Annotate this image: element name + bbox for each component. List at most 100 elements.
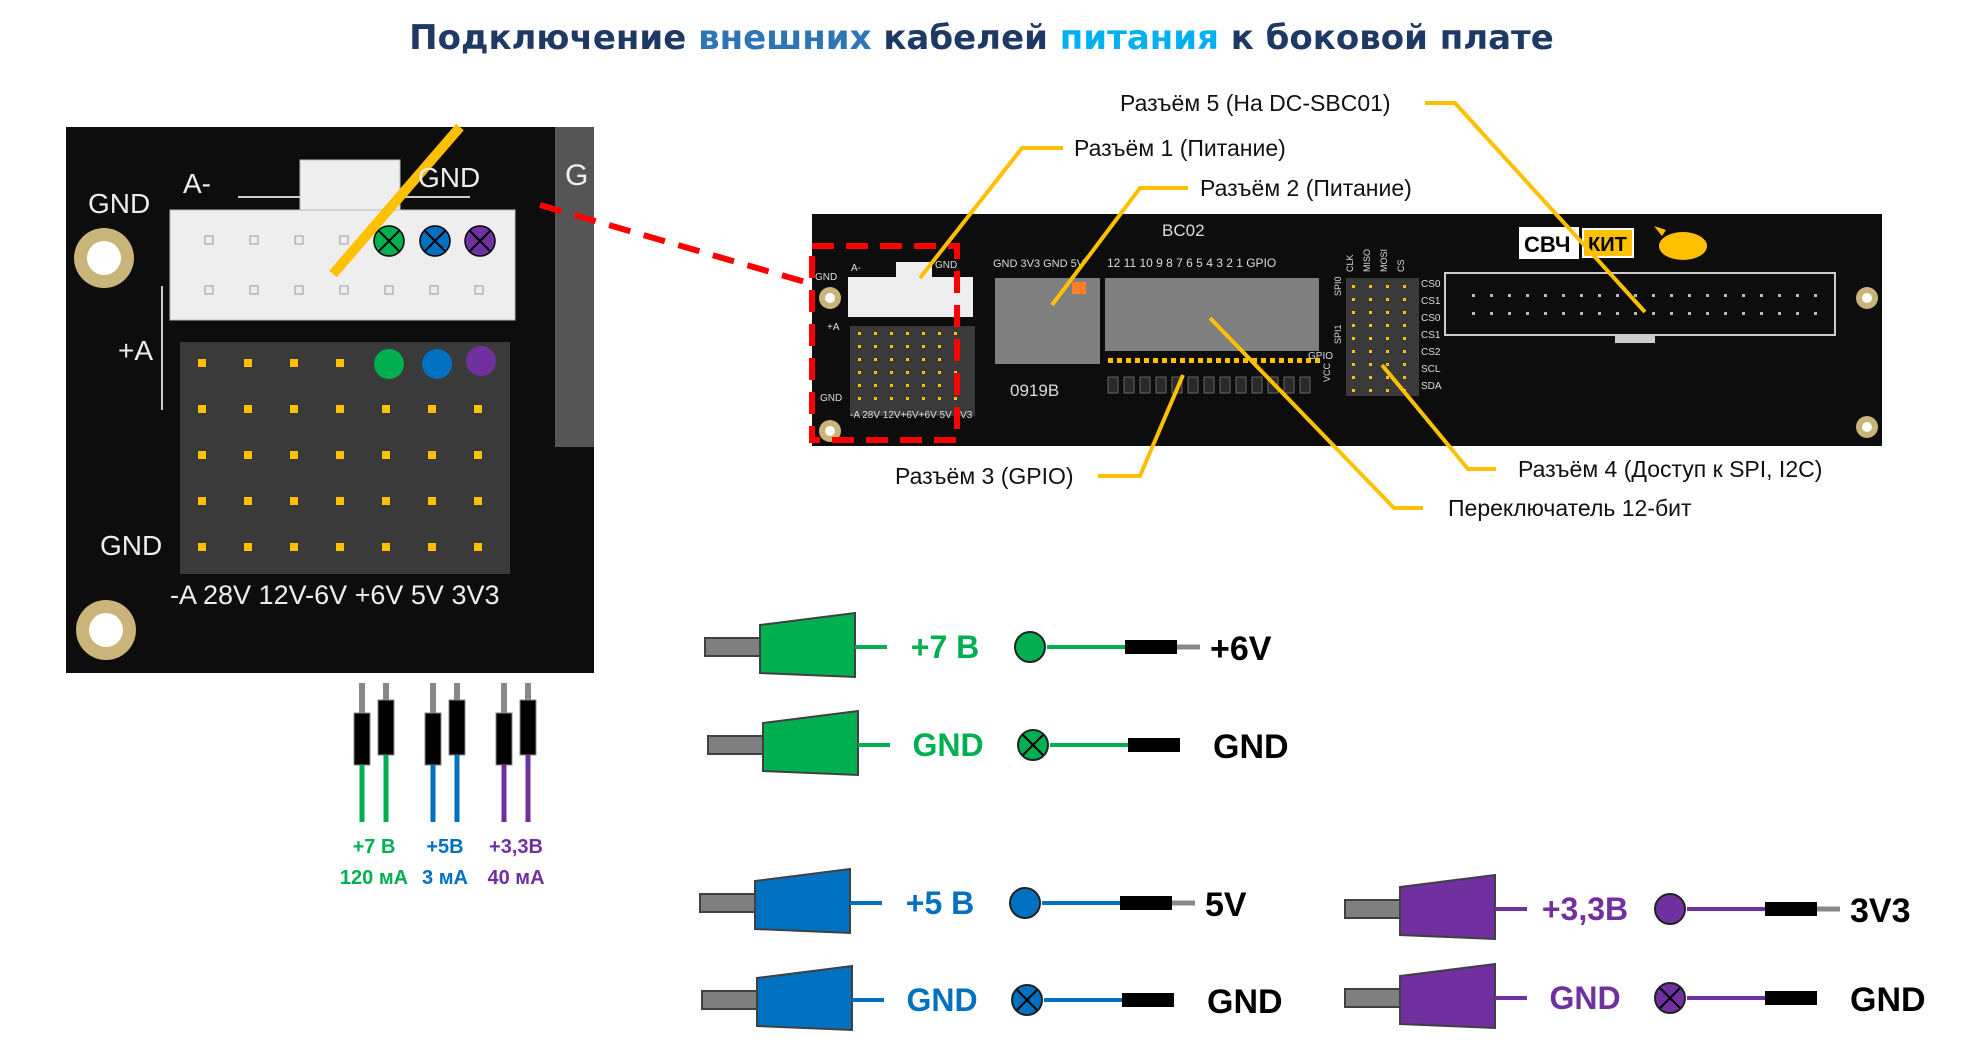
- spi-pin: [1369, 311, 1372, 314]
- pin-cable-voltage: +7 В: [353, 836, 396, 858]
- board-label-gnd: GND: [935, 260, 957, 271]
- zoomed-connector-view: G A- GND GND +A GND -A 28V 12V-6V +6V 5V…: [66, 123, 594, 673]
- gpio-pin: [1117, 358, 1122, 363]
- board-label-gnd: GND: [820, 393, 842, 404]
- diagram-title: Подключение внешних кабелей питания к бо…: [0, 18, 1963, 58]
- spi-top-label: MOSI: [1379, 249, 1389, 272]
- gpio-pin: [1135, 358, 1140, 363]
- pin-cable-current: 120 мА: [340, 867, 408, 889]
- logo-left-box: [1519, 227, 1579, 259]
- connector5-pin: [1490, 294, 1493, 297]
- gpio-switch: [1155, 376, 1167, 394]
- cable-label: +3,3В: [1542, 891, 1628, 927]
- label-gnd-top: GND: [418, 162, 480, 193]
- gpio-pin: [1126, 358, 1131, 363]
- header-pin: [938, 371, 941, 374]
- spi-pin: [1386, 324, 1389, 327]
- label-gnd-bottom: GND: [100, 530, 162, 561]
- spi-pin: [1403, 311, 1406, 314]
- title-accent-power: питания: [1059, 18, 1219, 58]
- label-gnd-left: GND: [88, 188, 150, 219]
- header-pin: [874, 345, 877, 348]
- cable-target: 5V: [1205, 886, 1247, 924]
- gpio-switch: [1187, 376, 1199, 394]
- spi-top-label: CS: [1396, 259, 1406, 272]
- board-label-plus-a: +A: [827, 322, 840, 333]
- connector5-pin: [1670, 312, 1673, 315]
- header-pin: [938, 384, 941, 387]
- header-pin: [474, 451, 482, 459]
- header-pin: [336, 405, 344, 413]
- connector5-pin: [1580, 294, 1583, 297]
- spi-pin: [1369, 363, 1372, 366]
- bc02-board: СВЧ КИТ BC02 0919B GND A- GND +A GND -A …: [809, 214, 1882, 446]
- spi-pin: [1369, 350, 1372, 353]
- header-pin: [938, 332, 941, 335]
- gpio-pin: [1315, 358, 1320, 363]
- spi-pin: [1386, 350, 1389, 353]
- spi-pin: [1369, 324, 1372, 327]
- header-pin: [198, 451, 206, 459]
- connector5-pin: [1526, 294, 1529, 297]
- spi-pin: [1369, 337, 1372, 340]
- gpio-switch: [1251, 376, 1263, 394]
- header-pin: [922, 358, 925, 361]
- header-pin: [858, 384, 861, 387]
- pin-cable-voltage: +5В: [426, 836, 463, 858]
- callout-connector3-line: [1098, 374, 1185, 478]
- spi-pin: [1369, 285, 1372, 288]
- header-pin: [336, 497, 344, 505]
- connector5-pin: [1508, 294, 1511, 297]
- header-pin: [382, 451, 390, 459]
- connector5-pin: [1598, 294, 1601, 297]
- gpio-pin: [1243, 358, 1248, 363]
- connector5-pin: [1472, 312, 1475, 315]
- header-pin: [428, 543, 436, 551]
- connector-pin: [339, 235, 349, 245]
- connector-pin: [249, 285, 259, 295]
- plug-body: [1399, 873, 1496, 941]
- gpio-switch: [1283, 376, 1295, 394]
- header-pin: [198, 405, 206, 413]
- spi-pin: [1386, 389, 1389, 392]
- header-pin: [474, 405, 482, 413]
- connector-pin: [429, 285, 439, 295]
- gpio-pin: [1216, 358, 1221, 363]
- pin-housing: [1122, 993, 1174, 1007]
- callout-switch12: Переключатель 12-бит: [1448, 495, 1692, 521]
- logo-left: СВЧ: [1524, 232, 1570, 257]
- cross-mark: [1659, 987, 1681, 1009]
- pin-housing: [1765, 902, 1817, 916]
- header-pin: [906, 358, 909, 361]
- spi-top-label: MISO: [1362, 249, 1372, 272]
- connector5-pin: [1634, 312, 1637, 315]
- cs-label: CS0: [1421, 313, 1441, 324]
- header-pin: [428, 405, 436, 413]
- plug-metal-tip: [701, 990, 758, 1010]
- header-pin: [906, 384, 909, 387]
- header-pin: [906, 397, 909, 400]
- connector5-pin: [1616, 312, 1619, 315]
- spi-pin: [1352, 311, 1355, 314]
- header-pin: [382, 543, 390, 551]
- board-label-gnd: GND: [815, 272, 837, 283]
- connector5-pin: [1778, 312, 1781, 315]
- header-pin: [336, 543, 344, 551]
- board-label-gpio-side: GPIO: [1308, 351, 1333, 362]
- header-pin: [244, 497, 252, 505]
- header-pin: [922, 384, 925, 387]
- connector5-pin: [1796, 294, 1799, 297]
- connector5-pin: [1652, 294, 1655, 297]
- board-part-number: 0919B: [1010, 381, 1059, 400]
- header-pin: [428, 497, 436, 505]
- gpio-switch: [1299, 376, 1311, 394]
- callout-connector3: Разъём 3 (GPIO): [895, 463, 1074, 489]
- spi-pin: [1403, 363, 1406, 366]
- pin-housing: [424, 712, 442, 766]
- connector5-pin: [1688, 312, 1691, 315]
- header-pin: [890, 345, 893, 348]
